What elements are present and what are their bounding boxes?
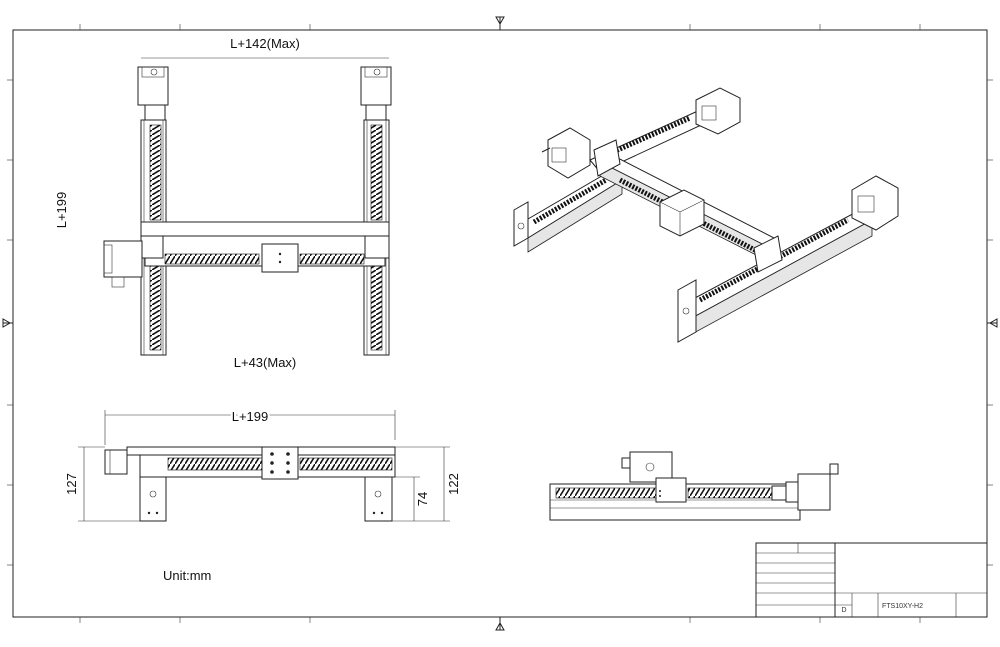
side-length-dim: L+199 <box>232 409 269 424</box>
title-rev: D <box>841 607 846 614</box>
side-height-left-dim: 127 <box>64 473 79 495</box>
isometric-view <box>513 87 899 343</box>
side-base-dim: 74 <box>415 492 430 506</box>
unit-note: Unit:mm <box>163 568 211 583</box>
top-height-dim: L+199 <box>54 192 69 229</box>
top-travel-dim: L+43(Max) <box>234 355 297 370</box>
top-view: L+142(Max) L+43(Max) L+199 <box>54 36 392 370</box>
title-block: D FTS10XY-H2 <box>755 542 988 618</box>
side-height-right-dim: 122 <box>446 473 461 495</box>
side-view: L+199 127 122 74 <box>64 407 461 522</box>
drawing-frame <box>2 16 998 631</box>
front-view <box>549 451 839 521</box>
top-width-dim: L+142(Max) <box>230 36 300 51</box>
title-part-number: FTS10XY-H2 <box>882 603 923 610</box>
